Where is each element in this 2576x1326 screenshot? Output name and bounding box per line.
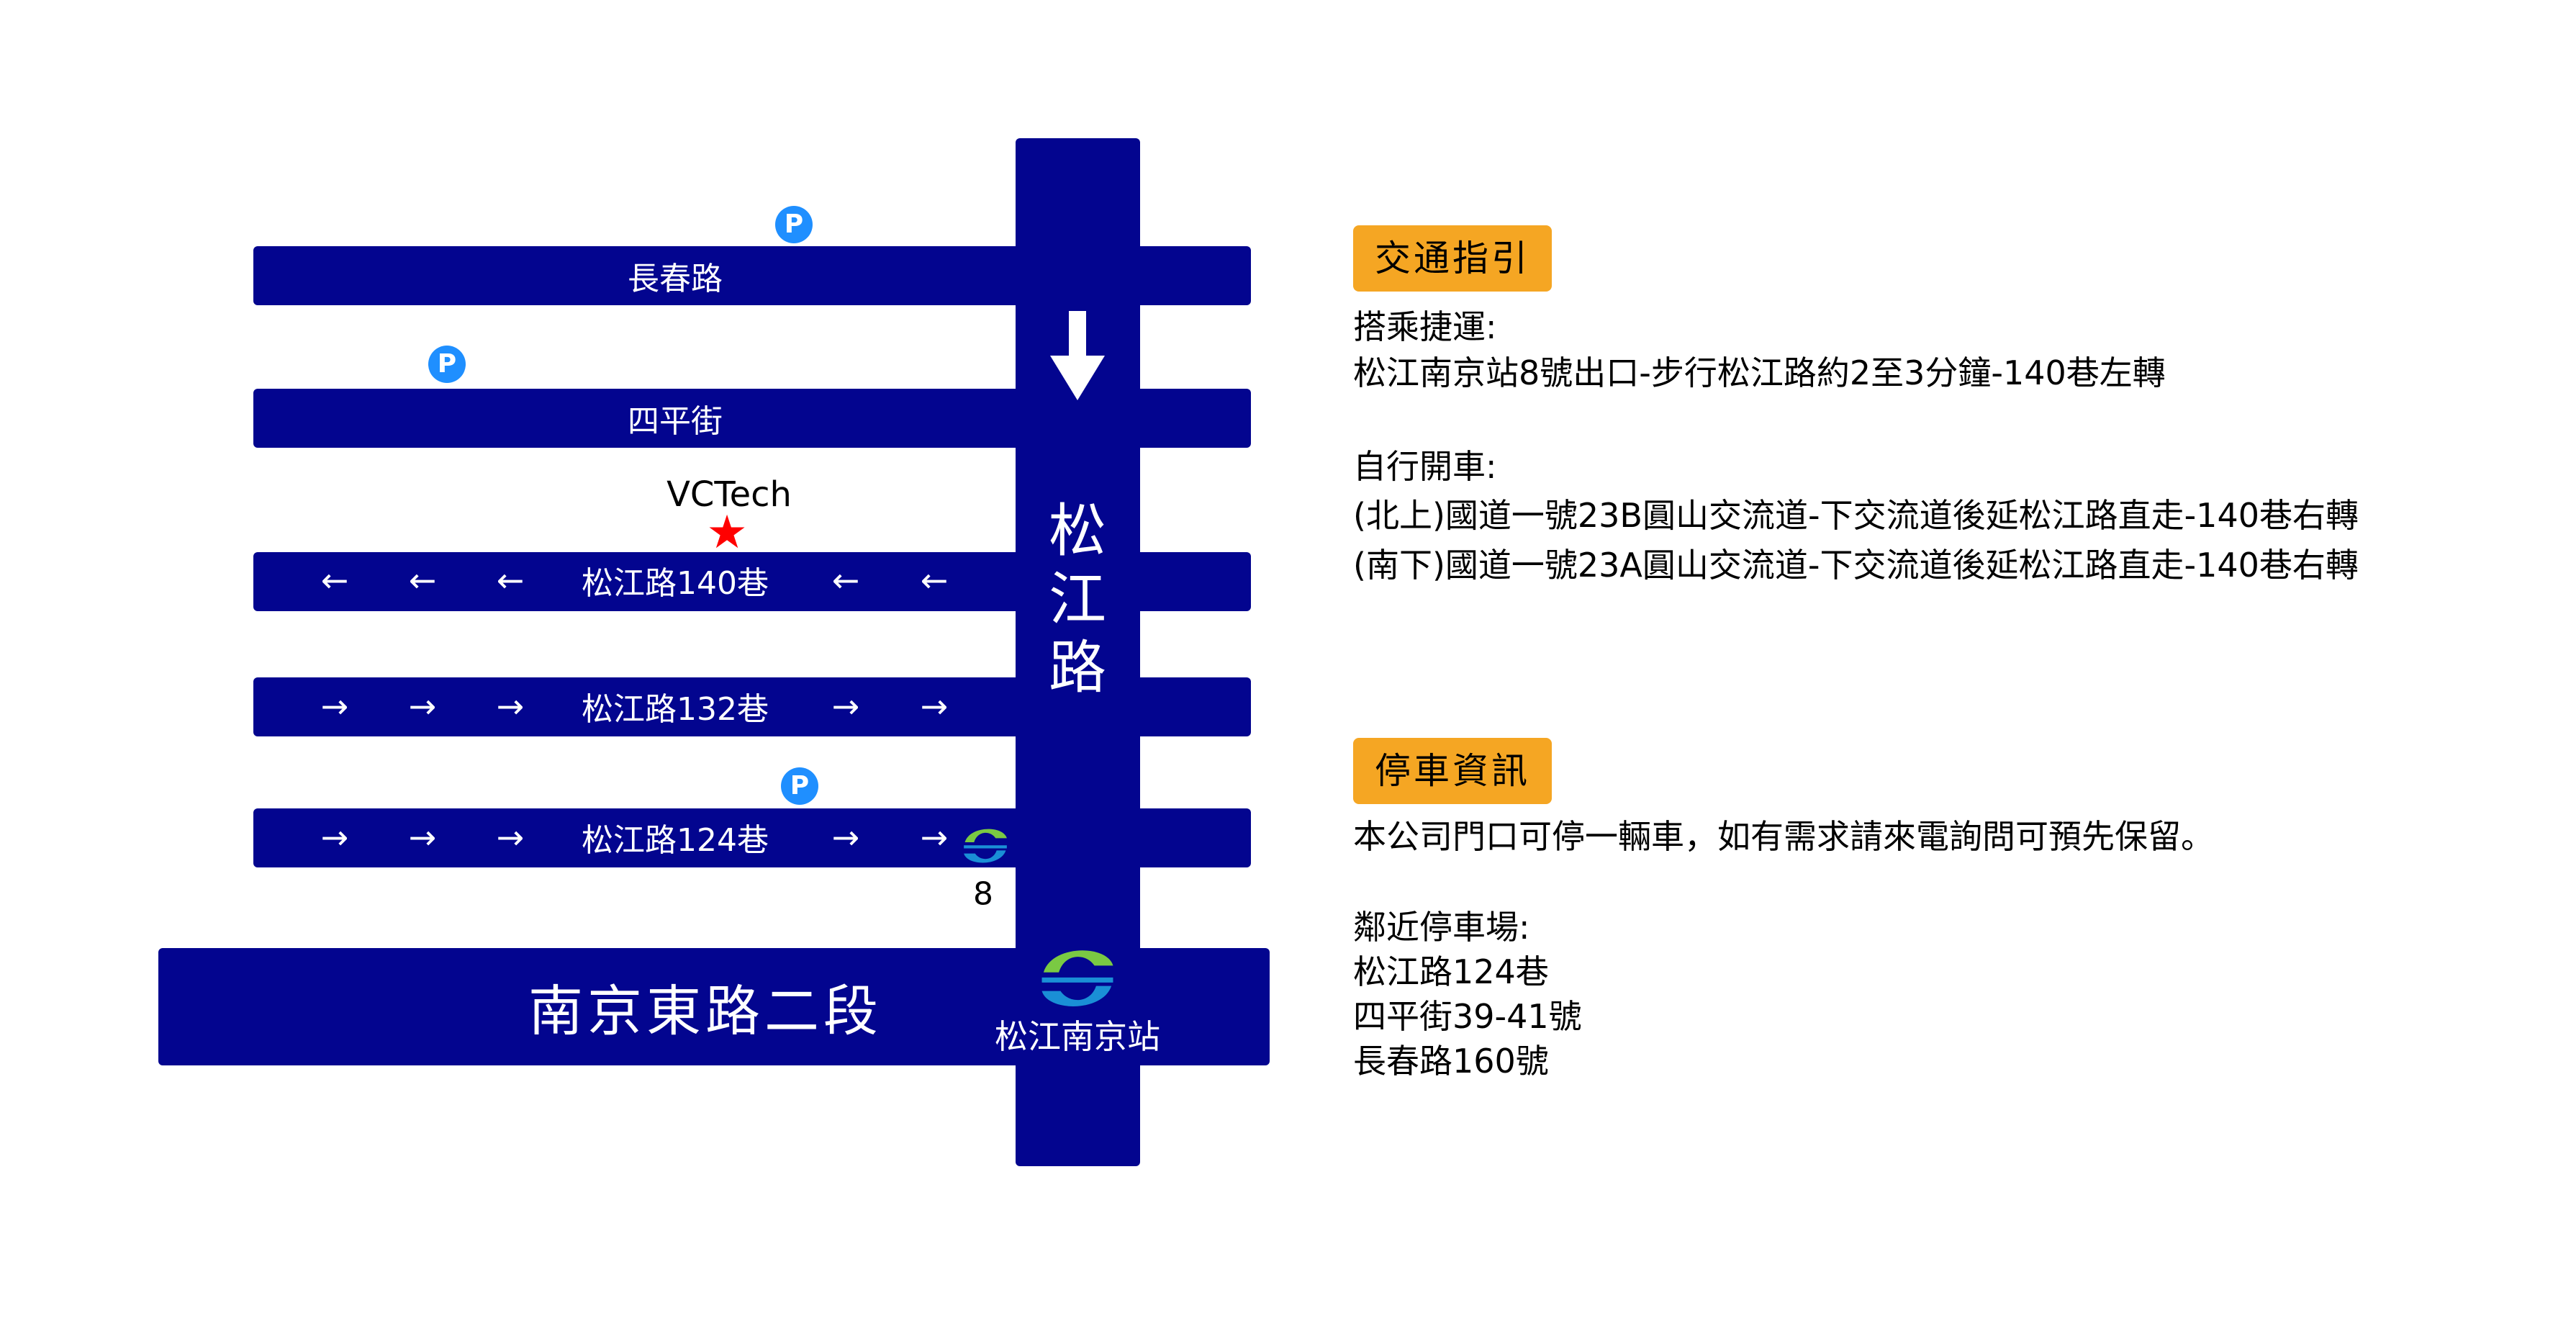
parking-icon: P [775,206,813,243]
right-arrow-icon: → [920,818,949,857]
lane-132-label: 松江路132巷 [582,691,769,728]
left-arrow-icon: ← [831,561,860,600]
star-icon: ★ [706,506,748,559]
left-arrow-icon: ← [408,561,437,600]
parking-line: 松江路124巷 [1353,952,1549,991]
lane-124 [253,808,1251,867]
changchun-road [253,246,1251,305]
right-arrow-icon: → [320,687,349,726]
songjiang-road-label: 松 江 路 [1041,497,1113,702]
right-arrow-icon: → [920,687,949,726]
station-label: 松江南京站 [995,1017,1160,1056]
parking-line: 鄰近停車場: [1353,908,1530,947]
siping-street [253,389,1251,448]
parking-heading: 停車資訊 [1353,738,1552,804]
lane-140-label: 松江路140巷 [582,565,769,602]
right-arrow-icon: → [320,818,349,857]
nanjing-road [158,948,1270,1065]
parking-line: 長春路160號 [1353,1042,1549,1081]
lane-140 [253,552,1251,611]
left-arrow-icon: ← [320,561,349,600]
parking-icon: P [428,346,466,383]
nanjing-road-label: 南京東路二段 [528,979,882,1043]
left-arrow-icon: ← [496,561,525,600]
right-arrow-icon: → [408,687,437,726]
down-arrow-icon [1050,311,1105,400]
parking-line: 本公司門口可停一輛車，如有需求請來電詢問可預先保留。 [1353,817,2214,856]
transit-line: 自行開車: [1353,447,1497,486]
right-arrow-icon: → [408,818,437,857]
transit-line: (南下)國道一號23A圓山交流道-下交流道後延松江路直走-140巷右轉 [1353,546,2359,585]
right-arrow-icon: → [496,687,525,726]
songjiang-char-1: 松 [1049,497,1106,564]
metro-logo-icon [964,829,1007,863]
lane-124-label: 松江路124巷 [582,822,769,859]
parking-line: 四平街39-41號 [1353,997,1582,1036]
right-arrow-icon: → [831,818,860,857]
right-arrow-icon: → [496,818,525,857]
exit-number: 8 [973,875,993,913]
left-arrow-icon: ← [920,561,949,600]
songjiang-char-2: 江 [1049,566,1106,633]
metro-logo-icon [1041,950,1113,1006]
changchun-road-label: 長春路 [628,261,723,297]
right-arrow-icon: → [831,687,860,726]
siping-street-label: 四平街 [628,403,723,440]
parking-icon: P [781,767,818,805]
vctech-label: VCTech [666,474,792,515]
transit-line: 搭乘捷運: [1353,307,1497,346]
transit-heading: 交通指引 [1353,225,1552,292]
songjiang-char-3: 路 [1049,634,1106,701]
transit-line: (北上)國道一號23B圓山交流道-下交流道後延松江路直走-140巷右轉 [1353,496,2359,535]
lane-132 [253,677,1251,736]
transit-line: 松江南京站8號出口-步行松江路約2至3分鐘-140巷左轉 [1353,353,2166,392]
